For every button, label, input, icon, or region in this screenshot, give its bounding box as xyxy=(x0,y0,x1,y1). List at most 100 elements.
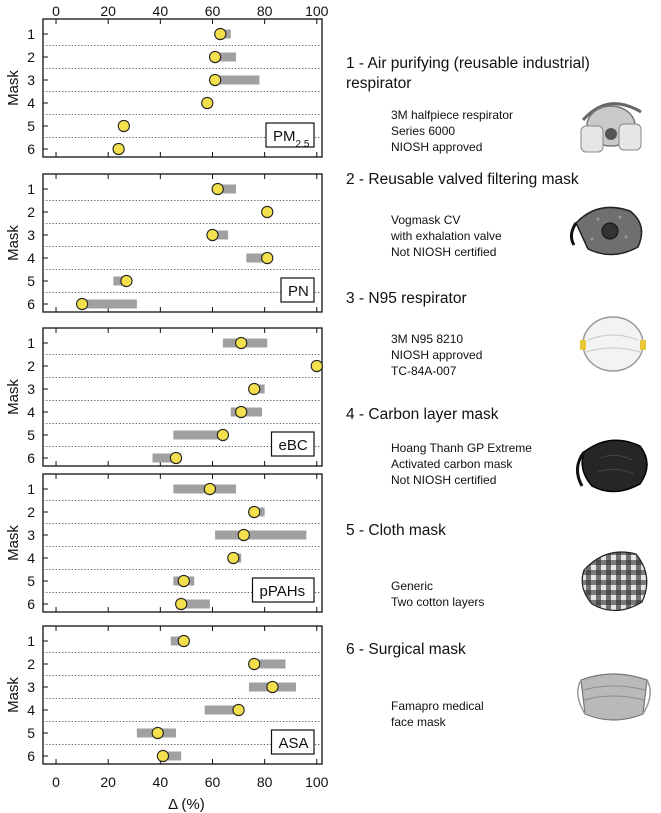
legend-desc-line: face mask xyxy=(391,715,446,729)
y-tick-label: 1 xyxy=(27,26,35,42)
data-point xyxy=(120,274,133,288)
y-axis-label: Mask xyxy=(5,225,22,261)
data-point xyxy=(235,405,248,419)
data-point xyxy=(201,96,214,110)
x-tick-label-bottom: 0 xyxy=(52,774,60,790)
panel-frame xyxy=(42,473,323,613)
y-tick-label: 6 xyxy=(27,296,35,312)
y-tick-label: 4 xyxy=(27,95,35,111)
x-tick-label-top: 0 xyxy=(52,3,60,19)
y-tick-label: 5 xyxy=(27,725,35,741)
y-tick-label: 2 xyxy=(27,358,35,374)
data-point xyxy=(237,528,250,542)
data-point xyxy=(151,726,164,740)
range-bar xyxy=(175,599,210,609)
data-point xyxy=(75,297,89,311)
data-point xyxy=(177,574,190,588)
legend-desc-line: Two cotton layers xyxy=(391,595,485,609)
legend-desc-line: Famapro medical xyxy=(391,699,484,713)
y-tick-label: 4 xyxy=(27,702,35,718)
data-point xyxy=(227,551,240,565)
data-point xyxy=(216,428,230,442)
range-bar xyxy=(170,636,184,646)
data-point xyxy=(310,359,323,373)
data-point xyxy=(248,382,261,396)
range-bar xyxy=(209,230,229,240)
legend-title-4: 4 - Carbon layer mask xyxy=(346,406,499,423)
data-point xyxy=(175,597,188,611)
range-bar xyxy=(246,253,270,263)
legend-desc-line: Hoang Thanh GP Extreme xyxy=(391,441,532,455)
range-bar xyxy=(173,430,226,440)
y-tick-label: 1 xyxy=(27,181,35,197)
half-face-respirator-icon xyxy=(580,102,642,153)
y-tick-label: 3 xyxy=(27,227,35,243)
y-tick-label: 6 xyxy=(27,450,35,466)
range-bar xyxy=(215,184,236,194)
x-tick-label-bottom: 80 xyxy=(257,774,273,790)
data-point xyxy=(235,336,248,350)
legend-desc-line: Activated carbon mask xyxy=(391,457,513,471)
y-axis-label: Mask xyxy=(5,525,22,561)
y-tick-label: 5 xyxy=(27,118,35,134)
y-tick-label: 3 xyxy=(27,72,35,88)
mask-legend: 1 - Air purifying (reusable industrial) … xyxy=(338,0,661,813)
panel-frame xyxy=(42,173,323,313)
data-point xyxy=(208,73,222,87)
y-tick-label: 2 xyxy=(27,656,35,672)
data-point xyxy=(261,251,274,265)
y-tick-label: 3 xyxy=(27,679,35,695)
range-bar xyxy=(152,453,182,463)
pollutant-label-box xyxy=(270,431,315,457)
y-tick-label: 1 xyxy=(27,335,35,351)
y-axis-label: Mask xyxy=(5,70,22,106)
legend-desc-line: 3M N95 8210 xyxy=(391,332,464,346)
range-bar xyxy=(215,530,307,540)
data-point xyxy=(248,505,261,519)
legend-title-6: 6 - Surgical mask xyxy=(346,641,466,658)
y-tick-label: 4 xyxy=(27,250,35,266)
panel-frame xyxy=(42,18,323,158)
legend-desc-line: Generic xyxy=(391,579,434,593)
y-tick-label: 1 xyxy=(27,481,35,497)
x-tick-label-top: 100 xyxy=(305,3,329,19)
x-tick-label-top: 40 xyxy=(153,3,169,19)
legend-desc-3: 3M N95 8210 NIOSH approved TC-84A-007 xyxy=(391,331,482,379)
legend-desc-line: with exhalation valve xyxy=(391,229,502,243)
legend-title-2: 2 - Reusable valved filtering mask xyxy=(346,171,579,188)
y-tick-label: 4 xyxy=(27,550,35,566)
legend-desc-1: 3M halfpiece respirator Series 6000 NIOS… xyxy=(391,107,513,155)
data-point xyxy=(261,205,274,219)
pollutant-label: ASA xyxy=(279,735,309,752)
legend-desc-line: Series 6000 xyxy=(391,124,456,138)
y-tick-label: 6 xyxy=(27,596,35,612)
x-tick-label-top: 20 xyxy=(100,3,116,19)
x-tick-label-bottom: 20 xyxy=(100,774,116,790)
carbon-mask-icon xyxy=(576,439,648,493)
y-axis-label: Mask xyxy=(5,379,22,415)
data-point xyxy=(156,749,170,763)
x-tick-label-bottom: 100 xyxy=(305,774,329,790)
panel-frame xyxy=(42,625,323,765)
y-tick-label: 5 xyxy=(27,273,35,289)
y-tick-label: 3 xyxy=(27,527,35,543)
y-tick-label: 4 xyxy=(27,404,35,420)
x-tick-label-top: 80 xyxy=(257,3,273,19)
legend-desc-line: TC-84A-007 xyxy=(391,364,457,378)
pollutant-label-box xyxy=(280,277,315,303)
legend-desc-line: Vogmask CV xyxy=(391,213,461,227)
x-tick-label-bottom: 40 xyxy=(153,774,169,790)
legend-desc-2: Vogmask CV with exhalation valve Not NIO… xyxy=(391,212,502,260)
data-point xyxy=(232,703,245,717)
legend-title-3: 3 - N95 respirator xyxy=(346,290,467,307)
range-bar xyxy=(79,299,137,309)
y-tick-label: 6 xyxy=(27,748,35,764)
range-bar xyxy=(217,75,260,85)
data-point xyxy=(203,482,217,496)
y-tick-label: 5 xyxy=(27,427,35,443)
legend-desc-line: NIOSH approved xyxy=(391,348,483,362)
range-bar xyxy=(204,705,242,715)
legend-desc-line: Not NIOSH certified xyxy=(391,473,497,487)
